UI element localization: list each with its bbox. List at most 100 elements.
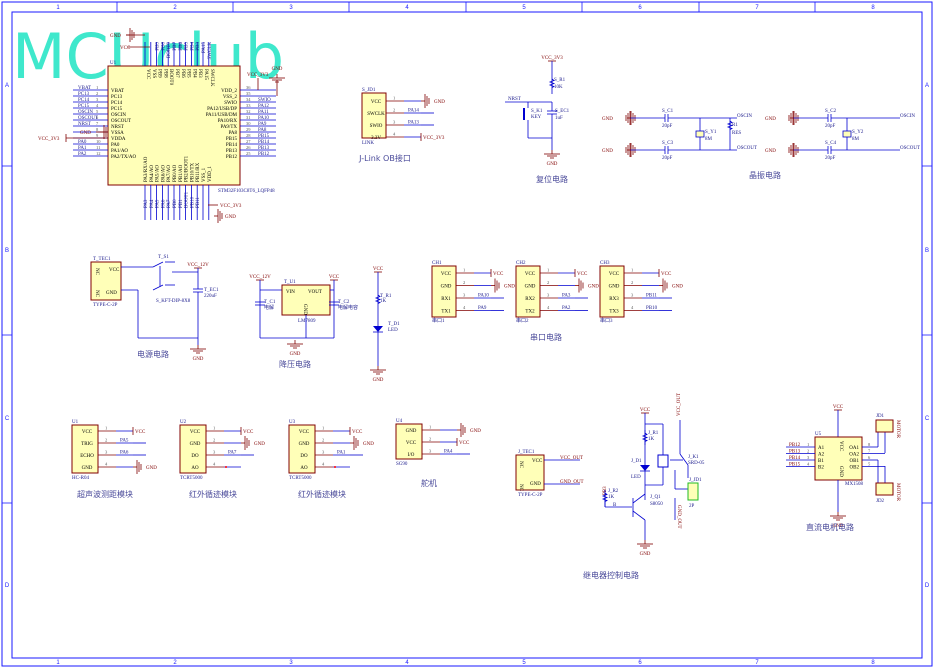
pin-name: PA1/AO [111,149,128,154]
pin-name: VIN [286,290,295,295]
pin-name: PA0 [111,143,120,148]
gnd-label: GND [765,149,776,154]
switch-icon [152,284,164,291]
pin-name: B1 [818,459,824,464]
net-label: PC13 [78,92,90,97]
ref: S_C3 [662,141,674,146]
pin-number: 3 [213,450,216,455]
pin-name: PC13 [111,95,123,100]
ref: S_R1 [554,78,566,83]
pin-number: 3 [463,293,466,298]
value: 20pF [662,156,673,161]
resistor-icon [641,432,649,442]
net-label: OSCOUT [78,116,98,121]
pin-name: SWCLK [209,69,214,87]
value: RES [732,131,741,136]
section-caption: J-Link OB接口 [358,153,411,163]
pin-number: 1 [96,85,98,90]
pin-name: PB14 [226,143,238,148]
pin-name: RX2 [525,297,535,302]
pin-name: DO [191,454,199,459]
power-label: VCC_3V3 [38,137,60,142]
ref: J_R1 [648,431,659,436]
gnd-label: GND [225,215,236,220]
pin-number: 4 [463,305,466,310]
net-label: PB1 [179,199,184,208]
gnd-label: GND [272,67,283,72]
frame-col-marker: 6 [638,5,642,11]
value: KEY [531,115,542,120]
jlink-ref: S_JD1 [362,88,376,93]
ref: U5 [815,432,822,437]
pin-name: VDD_1 [208,166,213,182]
ref: T_C1 [264,300,276,305]
pin-number: 1 [547,268,549,273]
pin-number: 8 [96,127,99,132]
part: HC-R04 [72,476,89,481]
pin-name: VSS_1 [202,167,207,182]
net-label: PB11 [196,197,201,208]
gnd-label: GND [547,162,558,167]
pin-name: OSCIN [111,113,126,118]
net-label: PB10 [646,306,658,311]
pin-name: VCC [82,430,93,435]
pin-name: GND [82,466,93,471]
frame-row-marker: A [925,83,929,89]
value: S8050 [650,502,663,507]
pin-number: 4 [547,305,550,310]
power-label: VCC [493,272,504,277]
pin-name: PB9 [157,69,162,78]
pin-number: 35 [246,91,251,96]
pin-name: GND [190,442,201,447]
resistor-icon [726,120,734,130]
net-label: VCC_OUT [677,393,682,416]
power-label: VCC_3V3 [220,204,242,209]
led-icon [373,326,383,332]
wire [632,510,646,521]
mcu-part-label: STM32F103C8T6_LQFP48 [218,189,275,194]
pin-number: 2 [105,438,107,443]
value: 20pF [825,156,836,161]
net-label: PB12 [258,152,270,157]
pin-number: 28 [246,133,251,138]
power-label: VCC_3V3 [423,136,445,141]
pin-number: 2 [213,438,215,443]
value: 1K [648,437,655,442]
value: LED [631,475,641,480]
pin-name: VCC [371,100,382,105]
ref: U1 [72,420,79,425]
pin-name: SWIO [224,101,237,106]
pin-name: PB4 [191,69,196,78]
net-label: PB3 [603,486,608,495]
pin-name: AO [191,466,199,471]
net-label: PB8 [161,42,166,51]
frame-col-marker: 3 [289,660,293,666]
pin-name: VDD_2 [221,89,237,94]
pin-name: TX2 [525,310,535,315]
section-caption: 降压电路 [279,359,311,369]
pin-name: NC [518,461,523,469]
pin-number: 3 [96,97,99,102]
frame-col-marker: 3 [289,5,293,11]
serial-header [515,265,541,318]
net-label: PA3 [562,294,571,299]
pin-name: NRST [111,125,124,130]
net-label: GND_OUT [560,480,584,485]
pin-name: PC14 [111,101,123,106]
value: LED [388,328,398,333]
ref: T_D1 [388,322,400,327]
ref: T_TEC1 [93,257,111,262]
power-label: VCC [833,405,844,410]
pin-name: VSS [151,69,156,78]
module-header [71,424,99,474]
net-label: OSCIN [78,110,93,115]
frame-col-marker: 8 [871,660,875,666]
value: SRD-05 [688,461,705,466]
gnd-label: GND [254,442,265,447]
motor-connector [875,419,894,433]
pin-name: PA4/AO [150,165,155,182]
pin-name: A1 [818,446,825,451]
pin-name: OA2 [849,453,859,458]
ref: T_S1 [158,255,169,260]
pin-name: PA8 [229,131,238,136]
